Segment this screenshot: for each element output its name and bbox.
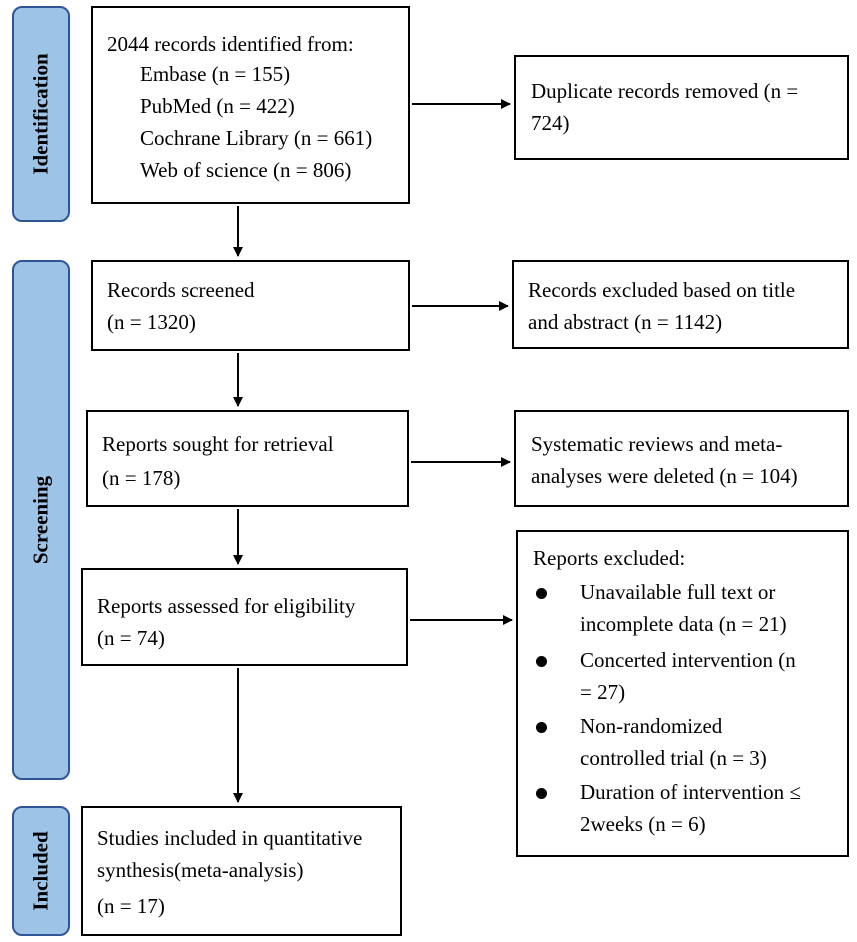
source-web-of-science: Web of science (n = 806) — [140, 158, 352, 182]
excluded-item-4-line1: Duration of intervention ≤ — [580, 780, 801, 804]
included-line2: synthesis(meta-analysis) — [97, 858, 304, 882]
bullet-icon — [536, 656, 547, 667]
screened-line1: Records screened — [107, 278, 255, 302]
excluded-item-4-line2: 2weeks (n = 6) — [580, 812, 706, 836]
excluded-item-2-line2: = 27) — [580, 680, 626, 704]
reports-excluded-heading: Reports excluded: — [533, 546, 686, 570]
assessed-line2: (n = 74) — [97, 626, 165, 650]
records-screened-box: Records screened (n = 1320) — [91, 260, 410, 351]
studies-included-box: Studies included in quantitative synthes… — [81, 806, 402, 936]
excluded-item-1-line2: incomplete data (n = 21) — [580, 612, 787, 636]
phase-identification: Identification — [12, 6, 70, 222]
reviews-deleted-box: Systematic reviews and meta- analyses we… — [514, 410, 849, 507]
reports-excluded-box: Reports excluded: Unavailable full text … — [516, 530, 849, 857]
excluded-title-line1: Records excluded based on title — [528, 278, 796, 302]
included-line1: Studies included in quantitative — [97, 826, 363, 850]
phase-included: Included — [12, 806, 70, 936]
included-line3: (n = 17) — [97, 894, 165, 918]
sought-line1: Reports sought for retrieval — [102, 432, 334, 456]
records-identified-heading: 2044 records identified from: — [107, 32, 354, 56]
sought-line2: (n = 178) — [102, 466, 181, 490]
excluded-title-abstract-box: Records excluded based on title and abst… — [512, 260, 849, 349]
phase-screening: Screening — [12, 260, 70, 780]
reviews-line2: analyses were deleted (n = 104) — [531, 464, 798, 488]
excluded-item-3-line2: controlled trial (n = 3) — [580, 746, 767, 770]
excluded-title-line2: and abstract (n = 1142) — [528, 310, 723, 334]
excluded-item-1-line1: Unavailable full text or — [580, 580, 776, 604]
reports-assessed-box: Reports assessed for eligibility (n = 74… — [81, 568, 408, 666]
source-pubmed: PubMed (n = 422) — [140, 94, 295, 118]
excluded-item-2-line1: Concerted intervention (n — [580, 648, 796, 672]
assessed-line1: Reports assessed for eligibility — [97, 594, 356, 618]
source-embase: Embase (n = 155) — [140, 62, 291, 86]
bullet-icon — [536, 588, 547, 599]
records-identified-box: 2044 records identified from: Embase (n … — [91, 6, 410, 204]
source-cochrane: Cochrane Library (n = 661) — [140, 126, 373, 150]
excluded-item-3-line1: Non-randomized — [580, 714, 723, 738]
screened-line2: (n = 1320) — [107, 310, 196, 334]
duplicates-line2: 724) — [531, 111, 570, 135]
duplicates-line1: Duplicate records removed (n = — [531, 79, 799, 103]
bullet-icon — [536, 722, 547, 733]
reviews-line1: Systematic reviews and meta- — [531, 432, 783, 456]
duplicates-removed-box: Duplicate records removed (n = 724) — [514, 55, 849, 160]
reports-sought-box: Reports sought for retrieval (n = 178) — [86, 410, 409, 507]
bullet-icon — [536, 788, 547, 799]
